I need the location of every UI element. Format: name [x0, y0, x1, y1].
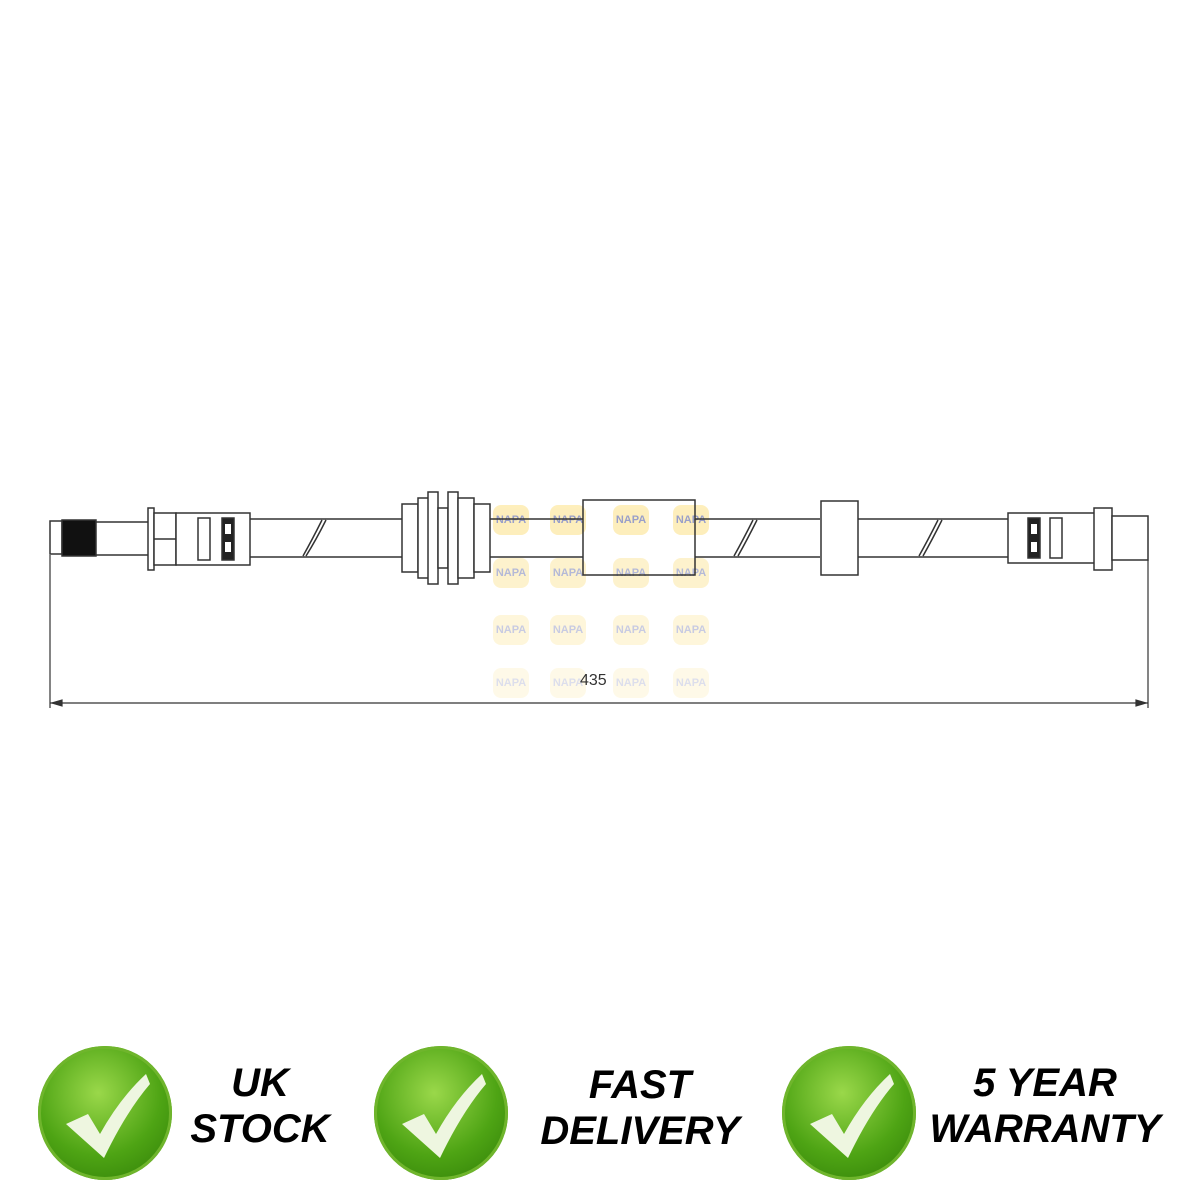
- napa-watermark: NAPA: [613, 558, 649, 588]
- badge-line2: STOCK: [190, 1107, 330, 1151]
- napa-watermark: NAPA: [673, 505, 709, 535]
- badge-line1: 5 YEAR: [973, 1061, 1117, 1105]
- napa-watermark: NAPA: [493, 558, 529, 588]
- right-fitting: [1007, 507, 1149, 571]
- napa-watermark: NAPA: [550, 558, 586, 588]
- napa-watermark: NAPA: [550, 668, 586, 698]
- napa-watermark: NAPA: [613, 668, 649, 698]
- badge-line2: DELIVERY: [540, 1109, 740, 1153]
- napa-watermark: NAPA: [673, 615, 709, 645]
- napa-watermark: NAPA: [613, 505, 649, 535]
- badge-line1: UK: [231, 1061, 289, 1105]
- badge-line1: FAST: [588, 1063, 692, 1107]
- hose-body: [250, 518, 1008, 558]
- check-icon: [38, 1046, 172, 1180]
- napa-watermark: NAPA: [550, 505, 586, 535]
- napa-watermark: NAPA: [493, 505, 529, 535]
- dimension-line: [49, 555, 1149, 708]
- clip-block: [820, 500, 859, 576]
- dimension-label: 435: [580, 672, 607, 689]
- napa-watermark: NAPA: [493, 615, 529, 645]
- napa-watermark: NAPA: [673, 558, 709, 588]
- check-icon: [374, 1046, 508, 1180]
- napa-watermark: NAPA: [673, 668, 709, 698]
- badge-line2: WARRANTY: [929, 1107, 1161, 1151]
- bracket-box: [582, 499, 696, 576]
- check-icon: [782, 1046, 916, 1180]
- napa-watermark: NAPA: [550, 615, 586, 645]
- napa-watermark: NAPA: [613, 615, 649, 645]
- left-fitting: [49, 507, 251, 571]
- grommet: [401, 491, 491, 585]
- napa-watermark: NAPA: [493, 668, 529, 698]
